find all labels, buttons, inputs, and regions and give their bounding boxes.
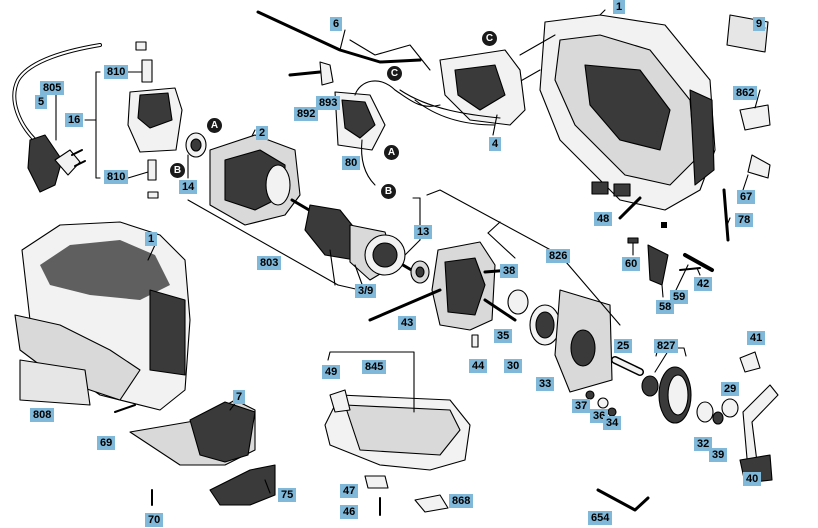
callout-827[interactable]: 827 (654, 339, 679, 353)
callout-5[interactable]: 5 (35, 95, 48, 109)
callout-78[interactable]: 78 (735, 213, 754, 227)
callout-16[interactable]: 16 (65, 113, 84, 127)
callout-1[interactable]: 1 (613, 0, 626, 14)
callout-46[interactable]: 46 (340, 505, 359, 519)
callout-805[interactable]: 805 (40, 81, 65, 95)
callout-810[interactable]: 810 (104, 65, 129, 79)
marker-c: C (482, 31, 497, 46)
callout-80[interactable]: 80 (342, 156, 361, 170)
switch-assembly-part (127, 41, 183, 199)
square-symbol (661, 222, 667, 228)
callout-2[interactable]: 2 (256, 126, 269, 140)
callout-4[interactable]: 4 (489, 137, 502, 151)
callout-893[interactable]: 893 (316, 96, 341, 110)
callout-67[interactable]: 67 (737, 190, 756, 204)
armature-part (290, 198, 430, 284)
callout-48[interactable]: 48 (594, 212, 613, 226)
callout-845[interactable]: 845 (362, 360, 387, 374)
callout-29[interactable]: 29 (721, 382, 740, 396)
callout-808[interactable]: 808 (30, 408, 55, 422)
callout-810[interactable]: 810 (104, 170, 129, 184)
callout-59[interactable]: 59 (670, 290, 689, 304)
small-parts-right (627, 14, 771, 286)
callout-58[interactable]: 58 (656, 300, 675, 314)
marker-b: B (381, 184, 396, 199)
callout-1[interactable]: 1 (145, 232, 158, 246)
marker-a: A (207, 118, 222, 133)
callout-14[interactable]: 14 (179, 180, 198, 194)
callout-39[interactable]: 39 (709, 448, 728, 462)
callout-3-9[interactable]: 3/9 (355, 284, 377, 298)
callout-892[interactable]: 892 (294, 107, 319, 121)
callout-38[interactable]: 38 (500, 264, 519, 278)
callout-44[interactable]: 44 (469, 359, 488, 373)
callout-70[interactable]: 70 (145, 513, 164, 527)
callout-826[interactable]: 826 (546, 249, 571, 263)
callout-803[interactable]: 803 (257, 256, 282, 270)
marker-b: B (170, 163, 185, 178)
plunger-part (712, 351, 779, 484)
callout-47[interactable]: 47 (340, 484, 359, 498)
callout-35[interactable]: 35 (494, 329, 513, 343)
gear-part (641, 366, 714, 424)
marker-c: C (387, 66, 402, 81)
callout-9[interactable]: 9 (753, 17, 766, 31)
callout-30[interactable]: 30 (504, 359, 523, 373)
callout-49[interactable]: 49 (322, 365, 341, 379)
callout-40[interactable]: 40 (743, 472, 762, 486)
callout-69[interactable]: 69 (97, 436, 116, 450)
callout-32[interactable]: 32 (694, 437, 713, 451)
callout-42[interactable]: 42 (694, 277, 713, 291)
callout-60[interactable]: 60 (622, 257, 641, 271)
callout-34[interactable]: 34 (603, 416, 622, 430)
callout-25[interactable]: 25 (614, 339, 633, 353)
housing-right-part (504, 9, 716, 220)
stator-part (185, 132, 301, 226)
callout-7[interactable]: 7 (233, 390, 246, 404)
callout-654[interactable]: 654 (588, 511, 613, 525)
allen-key-part (596, 488, 650, 512)
callout-862[interactable]: 862 (733, 86, 758, 100)
callout-37[interactable]: 37 (572, 399, 591, 413)
callout-13[interactable]: 13 (414, 225, 433, 239)
base-plate-part (324, 389, 471, 516)
power-cord-part (12, 43, 102, 193)
base-guard-part (114, 399, 276, 506)
callout-41[interactable]: 41 (747, 331, 766, 345)
housing-left-part (14, 221, 191, 411)
callout-43[interactable]: 43 (398, 316, 417, 330)
callout-868[interactable]: 868 (449, 494, 474, 508)
callout-6[interactable]: 6 (330, 17, 343, 31)
callout-75[interactable]: 75 (278, 488, 297, 502)
marker-a: A (384, 145, 399, 160)
cable-and-electronics-part (256, 10, 526, 186)
callout-33[interactable]: 33 (536, 377, 555, 391)
